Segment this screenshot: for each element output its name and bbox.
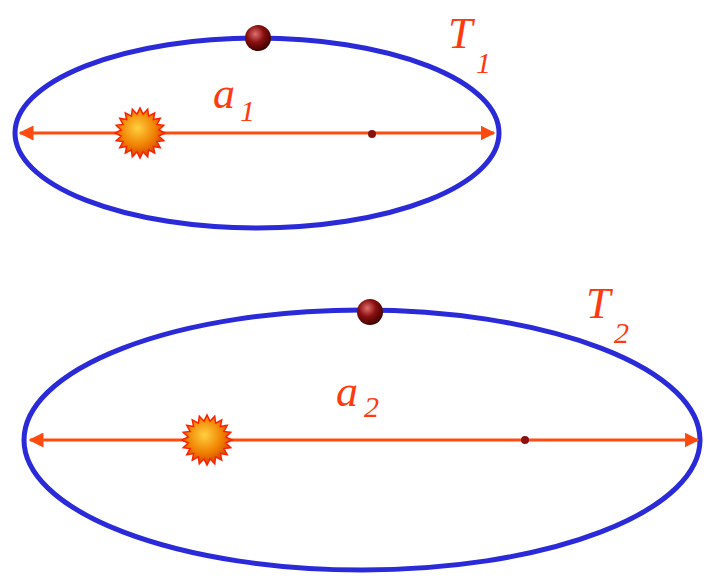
- sun: [182, 415, 232, 465]
- subscript-index: 2: [614, 318, 629, 348]
- orbit-symbol: T: [586, 282, 610, 326]
- planet: [357, 299, 383, 325]
- subscript-index: 2: [364, 392, 379, 422]
- subscript-index: 1: [476, 48, 491, 78]
- orbit-ellipse: [24, 310, 700, 570]
- orbit-symbol: a: [336, 370, 358, 414]
- subscript-index: 1: [240, 96, 255, 126]
- planet: [245, 25, 271, 51]
- major-axis: [30, 439, 698, 442]
- focus-dot: [368, 130, 376, 138]
- orbit-symbol: T: [448, 12, 472, 56]
- focus-dot: [521, 436, 529, 444]
- sun: [115, 108, 165, 158]
- orbit-symbol: a: [213, 72, 235, 116]
- orbit-ellipse: [15, 38, 499, 228]
- major-axis: [20, 132, 494, 135]
